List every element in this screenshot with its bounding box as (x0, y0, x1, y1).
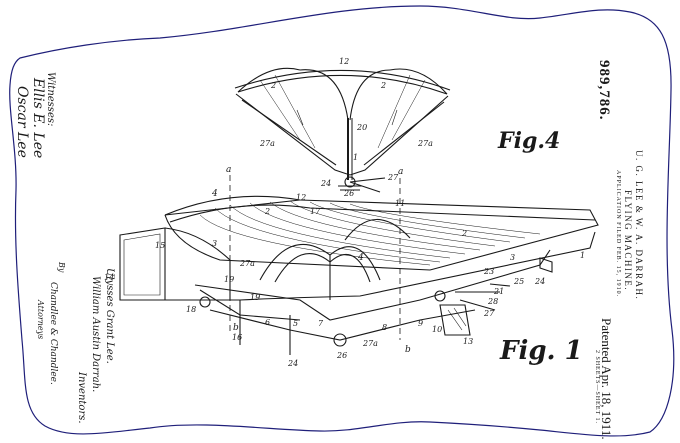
figure-4-drawing (234, 67, 451, 193)
ref-num: 1 (353, 153, 358, 162)
application-filed: APPLICATION FILED FEB. 15, 1910. (615, 170, 621, 298)
inventors-role: Inventors. (76, 372, 87, 424)
witness-name: Oscar Lee (14, 86, 30, 158)
ref-num: 16 (232, 333, 242, 342)
ref-num: 19 (224, 275, 234, 284)
patented-date: Patented Apr. 18, 1911. (599, 318, 614, 440)
ref-num: 27 (387, 173, 399, 182)
ref-num: 3 (510, 253, 515, 262)
witnesses-heading: Witnesses: (45, 72, 56, 127)
ref-num: 3 (212, 239, 217, 248)
ref-num: 5 (293, 319, 298, 328)
ref-num: 2 (270, 81, 276, 90)
patent-inventors-line: U. G. LEE & W. A. DARRAH. (634, 150, 644, 301)
ref-num: 15 (155, 241, 165, 250)
ref-num: 21 (493, 287, 504, 296)
ref-num: 7 (318, 319, 324, 328)
ref-num: 28 (487, 297, 498, 306)
ref-num: 27a (417, 139, 433, 148)
ref-num: 27 (483, 309, 495, 318)
ref-num: 19 (250, 293, 260, 302)
by-label: By (57, 262, 66, 273)
ref-num: 10 (432, 325, 442, 334)
patent-number: 989,786. (596, 60, 612, 121)
witness-name: Ellis E. Lee (30, 78, 46, 159)
ref-num: a (398, 167, 403, 177)
ref-num: 12 (296, 193, 306, 202)
figure-1-drawing (119, 175, 599, 355)
ref-num: 17 (310, 207, 321, 216)
ref-num: 26 (343, 189, 354, 198)
attorneys-role: Attorneys (36, 300, 45, 340)
ref-num: 18 (186, 305, 196, 314)
ref-num: 27a (362, 339, 378, 348)
ref-num: 11 (395, 199, 405, 208)
ref-num: 24 (320, 179, 331, 188)
ref-num: 23 (483, 267, 494, 276)
figure-4-label: Fig.4 (498, 128, 561, 154)
ref-num: 8 (382, 323, 387, 332)
ref-num: 2 (461, 229, 467, 238)
patent-title: FLYING MACHINE. (623, 190, 633, 292)
inventor-name: William Austin Darrah. (90, 276, 101, 393)
ref-num: b (405, 345, 411, 355)
ref-num: 14 (104, 273, 114, 282)
sheet-count: 2 SHEETS—SHEET 1. (594, 350, 600, 425)
ref-num: 4 (211, 189, 218, 199)
ref-num: 9 (418, 319, 423, 328)
ref-num: 24 (534, 277, 545, 286)
ref-num: 6 (265, 318, 270, 327)
ref-num: 27a (259, 139, 275, 148)
freehand-border (9, 5, 675, 437)
ref-num: a (226, 165, 231, 175)
ref-num: 24 (287, 359, 298, 368)
ref-num: 26 (336, 351, 347, 360)
ref-num: b (233, 323, 239, 333)
ref-num: 13 (463, 337, 473, 346)
inventor-name: Ulysses Grant Lee. (104, 268, 115, 364)
ref-num: 25 (513, 277, 524, 286)
ref-num: 20 (356, 123, 367, 132)
ref-num: 4 (357, 253, 364, 263)
ref-num: 2 (264, 207, 270, 216)
ref-num: 12 (339, 57, 349, 66)
ref-num: 27a (239, 259, 255, 268)
ref-num: 1 (580, 251, 585, 260)
figure-4-reference-numbers: 12 2 2 20 27a 27a 1 24 26 27 (259, 57, 433, 198)
figure-1-reference-numbers: 4 a 12 17 11 2 15 3 2 4 3 1 14 27a 19 19… (104, 165, 585, 368)
ref-num: 2 (380, 81, 386, 90)
attorney-name: Chandlee & Chandlee. (48, 282, 58, 385)
figure-1-label: Fig. 1 (500, 336, 583, 366)
